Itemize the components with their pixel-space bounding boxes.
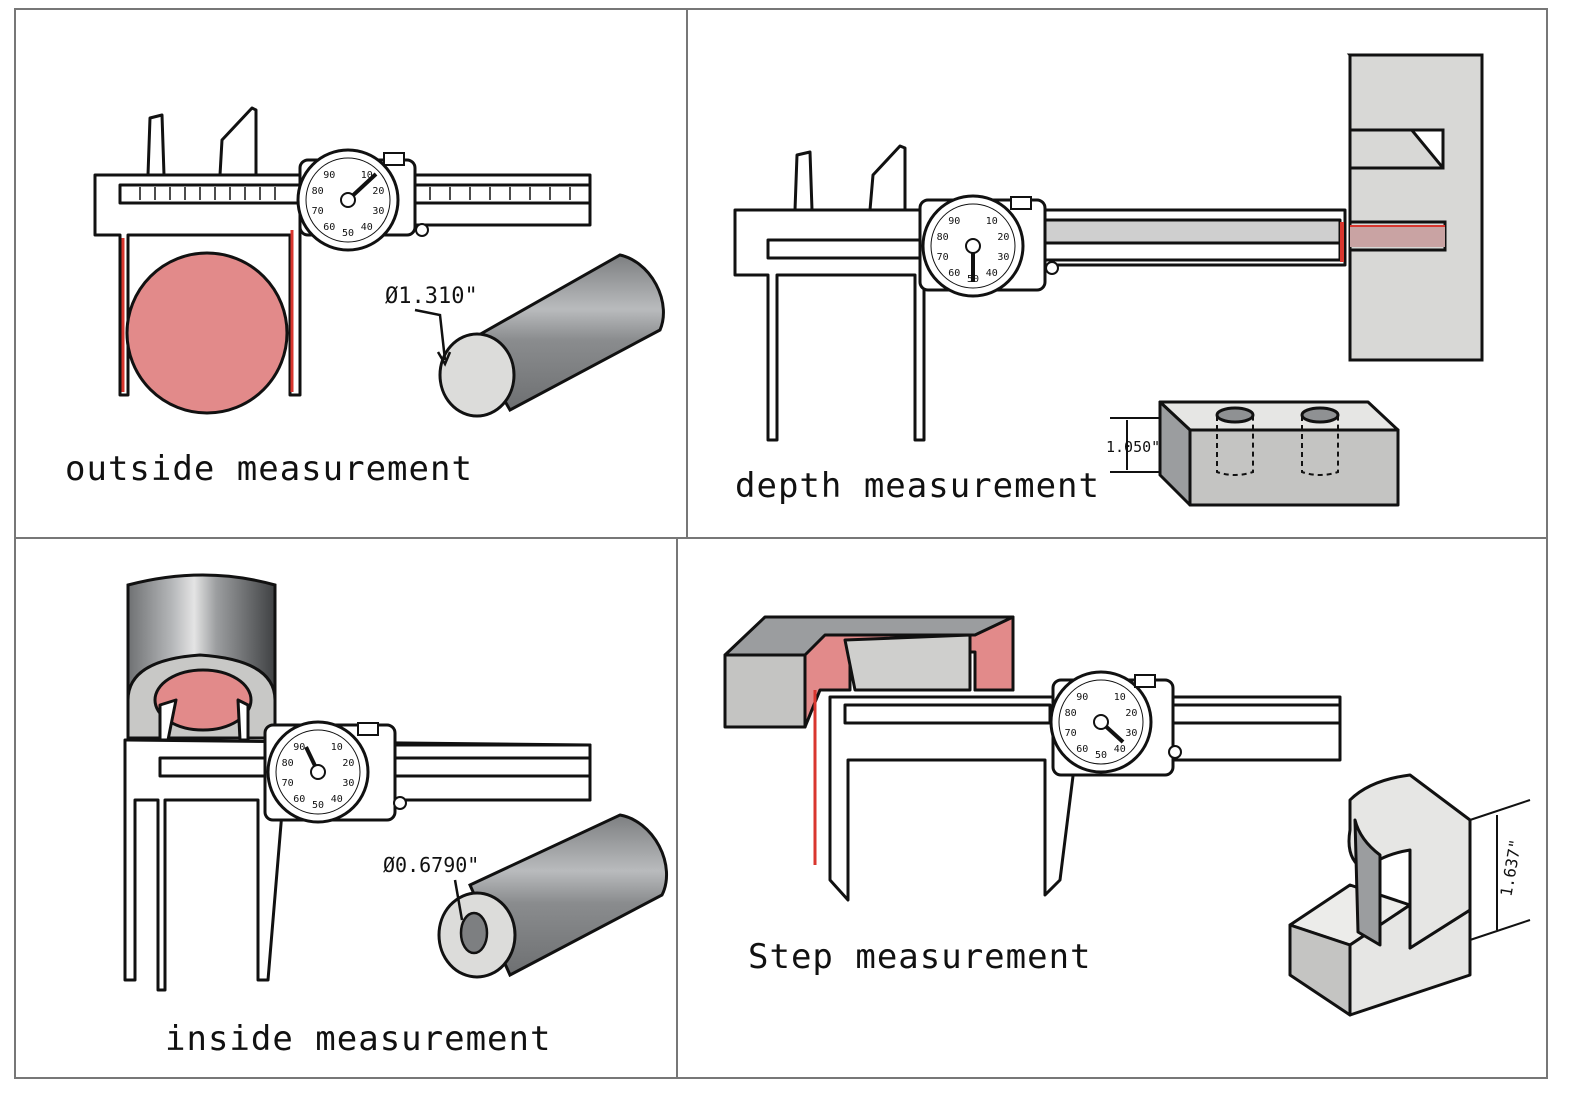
dimension-line-step (1469, 799, 1531, 941)
thumb-roller-step (1168, 745, 1182, 759)
dial-outside: 10 20 30 40 50 60 70 80 90 (296, 148, 400, 252)
dial-number: 70 (312, 206, 324, 217)
dial-number: 60 (948, 268, 960, 279)
dial-number: 70 (937, 252, 949, 263)
scale-ticks-outside (139, 187, 571, 200)
dial-knob-depth (1010, 196, 1032, 210)
dial-depth: 10 20 30 40 50 60 70 80 90 (921, 194, 1025, 298)
tube-inside (126, 573, 277, 740)
part-section-outside (125, 251, 289, 415)
leader-arrow-outside (414, 308, 447, 361)
dial-number: 40 (361, 222, 373, 233)
caption-depth: depth measurement (735, 466, 1100, 506)
dial-knob-outside (383, 152, 405, 166)
rod-outside (438, 253, 665, 418)
panel-frames (14, 8, 1548, 1079)
dial-number: 90 (323, 170, 335, 181)
dial-number: 10 (331, 742, 343, 753)
panel-depth: 10 20 30 40 50 60 70 80 90 1.050" depth measurem… (733, 53, 1484, 507)
caption-inside: inside measurement (165, 1019, 551, 1059)
dimension-step: 1.637" (1497, 838, 1526, 898)
caption-step: Step measurement (748, 937, 1092, 977)
dial-number: 30 (1125, 728, 1137, 739)
dial-knob-inside (357, 722, 379, 736)
dial-number: 50 (1095, 750, 1107, 761)
dimension-depth: 1.050" (1106, 438, 1160, 456)
frame-step (676, 537, 1548, 1079)
dial-number: 80 (282, 758, 294, 769)
stepped-part (723, 615, 1015, 729)
rod-inside (437, 813, 669, 979)
dimension-inside: Ø0.6790" (383, 853, 479, 877)
thumb-roller-inside (393, 796, 407, 810)
iso-block-depth (1158, 400, 1400, 507)
caliper-depth (733, 144, 1347, 442)
dimension-outside: Ø1.310" (385, 284, 478, 309)
dial-number: 30 (342, 778, 354, 789)
dial-number: 70 (282, 778, 294, 789)
dial-number: 60 (1076, 744, 1088, 755)
dial-number: 20 (1125, 708, 1137, 719)
dial-number: 50 (967, 274, 979, 285)
dial-number: 50 (342, 228, 354, 239)
dial-number: 40 (1114, 744, 1126, 755)
dial-number: 60 (323, 222, 335, 233)
hidden-holes (1216, 416, 1339, 476)
dial-number: 20 (342, 758, 354, 769)
dial-number: 30 (997, 252, 1009, 263)
caption-outside: outside measurement (65, 449, 473, 489)
dial-step: 10 20 30 40 50 60 70 80 90 (1049, 670, 1153, 774)
dial-number: 40 (331, 794, 343, 805)
dial-number: 70 (1065, 728, 1077, 739)
dial-number: 90 (948, 216, 960, 227)
iso-step-block (1288, 773, 1472, 1017)
dial-number: 10 (986, 216, 998, 227)
dial-number: 10 (1114, 692, 1126, 703)
dimension-line-depth (1110, 417, 1160, 473)
slot-fill (1350, 225, 1445, 247)
leader-arrow-inside (453, 879, 464, 921)
panel-inside: 10 20 30 40 50 60 70 80 90 Ø0.6790" inside measu… (123, 573, 669, 1059)
dial-number: 50 (312, 800, 324, 811)
dial-number: 20 (997, 232, 1009, 243)
dial-number: 20 (372, 186, 384, 197)
panel-step: 10 20 30 40 50 60 70 80 90 1.637" Step measureme… (723, 615, 1531, 1017)
dial-number: 80 (1065, 708, 1077, 719)
dial-inside: 10 20 30 40 50 60 70 80 90 (266, 720, 370, 824)
dial-number: 80 (937, 232, 949, 243)
dial-number: 80 (312, 186, 324, 197)
dial-number: 40 (986, 268, 998, 279)
panel-outside: 10 20 30 40 50 60 70 80 90 Ø1.310" outside measu… (65, 106, 665, 489)
dial-number: 90 (1076, 692, 1088, 703)
dial-number: 90 (293, 742, 305, 753)
dial-number: 10 (361, 170, 373, 181)
dial-knob-step (1134, 674, 1156, 688)
dial-number: 60 (293, 794, 305, 805)
thumb-roller-outside (415, 223, 429, 237)
dial-number: 30 (372, 206, 384, 217)
thumb-roller-depth (1045, 261, 1059, 275)
